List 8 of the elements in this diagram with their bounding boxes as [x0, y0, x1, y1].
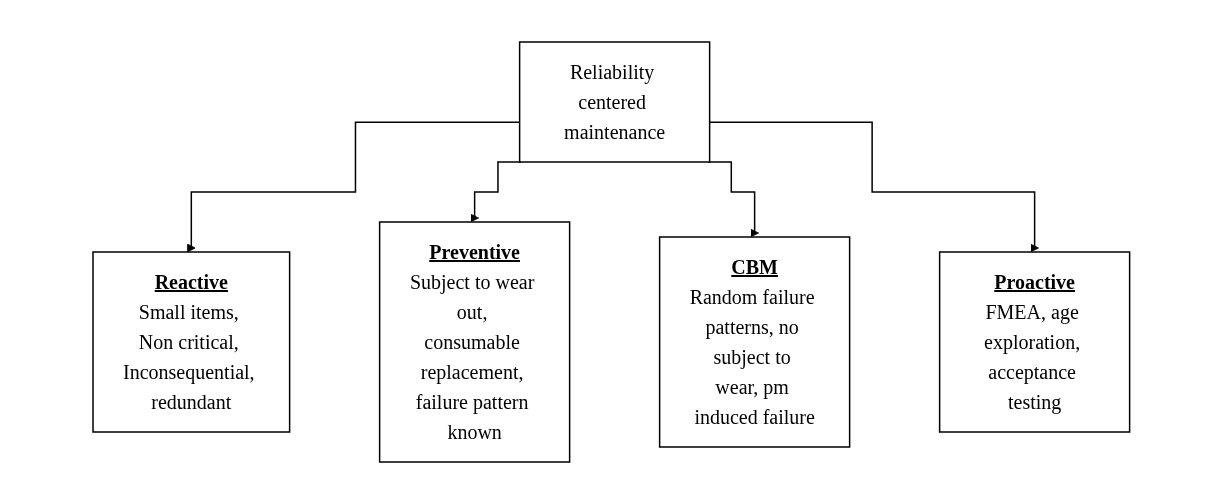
node-box: CBM Random failure patterns, no subject to wear, pm induced failure — [659, 236, 851, 448]
arrow — [707, 161, 760, 238]
node-box: Reliability centered maintenance — [519, 41, 711, 163]
node-box: Reactive Small items, Non critical, Inconsequential, redundant — [92, 251, 291, 433]
node-box: Preventive Subject to wear out, consumable replacement, failure pattern known — [379, 221, 571, 463]
arrow — [187, 121, 521, 253]
node-box: Proactive FMEA, age exploration, acceptance testing — [939, 251, 1131, 433]
arrow — [709, 121, 1040, 253]
